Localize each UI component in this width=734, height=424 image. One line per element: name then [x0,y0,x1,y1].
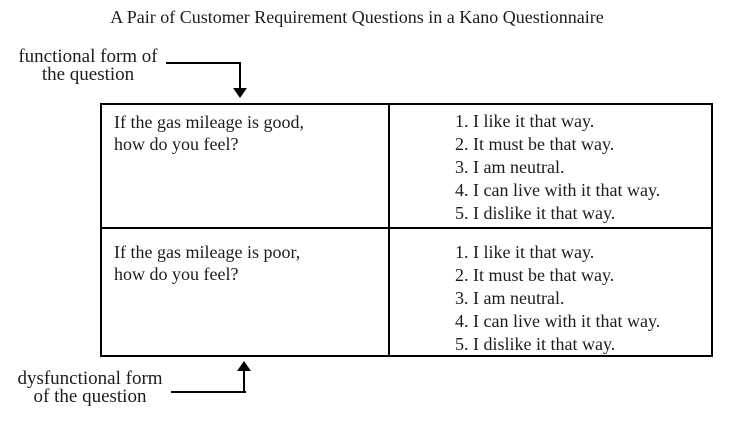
option-text: I am neutral. [473,288,565,308]
functional-options-list: 1.I like it that way. 2.It must be that … [390,105,711,225]
kano-question-table: If the gas mileage is good, how do you f… [100,103,713,357]
list-item: 5.I dislike it that way. [455,333,711,355]
option-text: I can live with it that way. [473,180,661,200]
option-text: It must be that way. [473,265,615,285]
arrow-up-icon [237,361,251,371]
option-text: It must be that way. [473,134,615,154]
list-item: 1.I like it that way. [455,110,711,133]
list-item: 1.I like it that way. [455,241,711,264]
functional-question-text: If the gas mileage is good, how do you f… [114,112,304,154]
list-item: 4.I can live with it that way. [455,179,711,202]
option-number: 2. [455,265,469,285]
option-text: I can live with it that way. [473,311,661,331]
functional-question-cell: If the gas mileage is good, how do you f… [102,105,390,229]
functional-options-cell: 1.I like it that way. 2.It must be that … [390,105,711,229]
option-number: 3. [455,157,469,177]
option-number: 5. [455,203,469,223]
functional-form-label-line2: the question [41,64,135,85]
functional-form-label: functional form of the question [8,46,168,85]
list-item: 2.It must be that way. [455,264,711,287]
dysfunctional-connector-horizontal-line [171,391,246,393]
option-number: 4. [455,180,469,200]
dysfunctional-form-label-line1: dysfunctional form [17,368,163,389]
dysfunctional-question-cell: If the gas mileage is poor, how do you f… [102,229,390,355]
list-item: 4.I can live with it that way. [455,310,711,333]
option-text: I dislike it that way. [473,203,616,223]
dysfunctional-options-list: 1.I like it that way. 2.It must be that … [390,229,711,355]
dysfunctional-form-label-line2: of the question [33,386,147,407]
list-item: 3.I am neutral. [455,287,711,310]
option-number: 1. [455,242,469,262]
dysfunctional-connector-vertical-line [243,371,245,393]
figure-title: A Pair of Customer Requirement Questions… [110,7,604,27]
option-number: 5. [455,334,469,354]
option-number: 2. [455,134,469,154]
dysfunctional-question-text: If the gas mileage is poor, how do you f… [114,242,301,284]
option-text: I like it that way. [473,242,595,262]
list-item: 3.I am neutral. [455,156,711,179]
option-text: I am neutral. [473,157,565,177]
list-item: 2.It must be that way. [455,133,711,156]
option-number: 3. [455,288,469,308]
option-number: 4. [455,311,469,331]
option-number: 1. [455,111,469,131]
functional-connector-horizontal-line [166,62,241,64]
option-text: I like it that way. [473,111,595,131]
dysfunctional-options-cell: 1.I like it that way. 2.It must be that … [390,229,711,355]
list-item: 5.I dislike it that way. [455,202,711,225]
option-text: I dislike it that way. [473,334,616,354]
dysfunctional-form-label: dysfunctional form of the question [6,368,174,407]
arrow-down-icon [233,88,247,98]
functional-form-label-line1: functional form of [18,46,158,67]
functional-connector-vertical-line [239,62,241,90]
